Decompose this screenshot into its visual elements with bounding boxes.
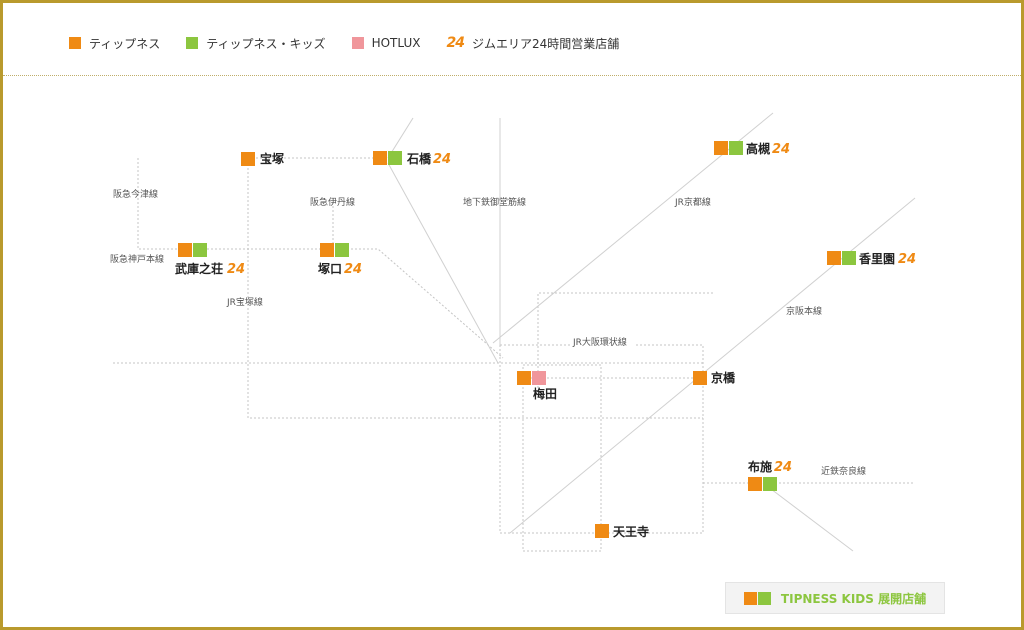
open24-badge-icon: 24 (433, 152, 451, 167)
station-name: 塚口 (318, 262, 342, 276)
legend-tipness-label: ティップネス (89, 36, 161, 51)
open24-badge-icon: 24 (227, 262, 245, 277)
tipness-marker (748, 477, 762, 491)
kids-square-icon (757, 591, 771, 605)
line-label-hankyu-imazu: 阪急今津線 (113, 188, 158, 200)
station-mukonosou[interactable]: 武庫之荘 24 (175, 243, 245, 277)
tipness-marker (693, 371, 707, 385)
legend-tipness: ティップネス (69, 35, 160, 52)
kids-marker (729, 141, 743, 155)
legend: ティップネス ティップネス・キッズ HOTLUX 24 ジムエリア24時間営業店… (69, 33, 645, 53)
rail-line (247, 168, 703, 419)
tipness-marker (827, 251, 841, 265)
line-label-hankyu-itami: 阪急伊丹線 (310, 196, 355, 208)
legend-separator (3, 75, 1021, 76)
tipness-marker (714, 141, 728, 155)
station-umeda[interactable]: 梅田 (517, 371, 557, 401)
line-label-midosuji: 地下鉄御堂筋線 (463, 196, 526, 208)
tipness-marker (595, 524, 609, 538)
rail-line (137, 158, 178, 250)
legend-kids-label: ティップネス・キッズ (206, 36, 326, 51)
line-label-hankyu-kobe: 阪急神戸本線 (110, 253, 164, 265)
rail-lines (113, 112, 916, 552)
rail-line (537, 292, 715, 388)
tipness-marker (178, 243, 192, 257)
line-label-jr-takarazuka: JR宝塚線 (226, 296, 263, 308)
hotlux-marker (532, 371, 546, 385)
rail-line (522, 364, 602, 552)
kids-marker (763, 477, 777, 491)
tipness-marker (373, 151, 387, 165)
kids-marker (335, 243, 349, 257)
station-kyobashi[interactable]: 京橋 (693, 370, 736, 385)
station-name: 宝塚 (260, 151, 284, 166)
station-name: 高槻 (746, 141, 770, 156)
tipness-marker (517, 371, 531, 385)
legend-hotlux-label: HOTLUX (371, 36, 421, 50)
open24-badge-icon: 24 (772, 142, 790, 157)
kids-marker (388, 151, 402, 165)
legend-open24: 24 ジムエリア24時間営業店舗 (446, 35, 619, 52)
tipness-marker (241, 152, 255, 166)
legend-kids: ティップネス・キッズ (186, 35, 326, 52)
kids-marker (842, 251, 856, 265)
rail-line (387, 162, 499, 364)
line-label-keihan: 京阪本線 (786, 305, 822, 317)
rail-line (203, 248, 504, 359)
line-label-jr-loop: JR大阪環状線 (572, 336, 627, 348)
rail-line (762, 482, 854, 552)
legend-open24-label: ジムエリア24時間営業店舗 (471, 36, 620, 51)
line-label-bg (570, 337, 634, 349)
line-label-kintetsu-nara: 近鉄奈良線 (821, 465, 866, 477)
legend-hotlux: HOTLUX (351, 36, 421, 50)
hotlux-square-icon (351, 37, 364, 49)
kids-notice-label: TIPNESS KIDS 展開店舗 (780, 591, 927, 606)
kids-marker (193, 243, 207, 257)
line-label-jr-kyoto: JR京都線 (674, 196, 711, 208)
open24-badge-icon: 24 (898, 252, 916, 267)
open24-badge-icon: 24 (774, 460, 792, 475)
rail-line (499, 344, 704, 534)
station-name: 京橋 (711, 370, 736, 385)
tipness-square-icon (69, 37, 81, 49)
station-name: 香里園 (858, 251, 895, 266)
tipness-square-icon (743, 591, 757, 605)
station-takarazuka[interactable]: 宝塚 (241, 151, 284, 166)
kids-notice: TIPNESS KIDS 展開店舗 (725, 582, 945, 614)
station-name: 布施 (748, 459, 772, 474)
station-name: 石橋 (406, 151, 432, 166)
station-name: 梅田 (533, 386, 557, 401)
station-name: 天王寺 (613, 524, 649, 539)
open24-badge-icon: 24 (446, 35, 465, 51)
station-name: 武庫之荘 (175, 261, 223, 276)
open24-badge-icon: 24 (344, 262, 362, 277)
station-tennoji[interactable]: 天王寺 (595, 524, 649, 539)
tipness-marker (320, 243, 334, 257)
kids-square-icon (186, 37, 199, 49)
